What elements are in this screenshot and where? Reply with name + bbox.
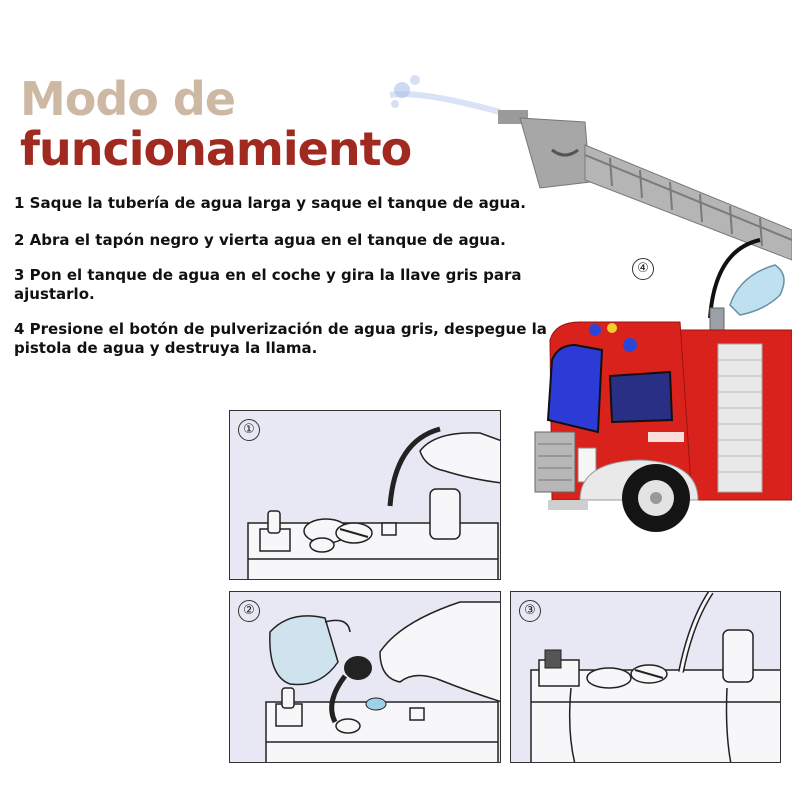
panel-1-number: ① bbox=[238, 419, 260, 441]
step-1-panel: ① bbox=[229, 410, 501, 580]
step-3-illustration bbox=[530, 592, 780, 762]
panel-3-number: ③ bbox=[519, 600, 541, 622]
step-2-text: 2 Abra el tapón negro y vierta agua en e… bbox=[14, 231, 506, 249]
step-1-illustration bbox=[247, 426, 500, 579]
truck-step-number: ④ bbox=[632, 258, 654, 280]
panel-2-number: ② bbox=[238, 600, 260, 622]
step-2-panel: ② bbox=[229, 591, 501, 763]
step-4-text: 4 Presione el botón de pulverización de … bbox=[14, 320, 547, 357]
title-line-2: funcionamiento bbox=[20, 122, 412, 176]
water-spray-graphic bbox=[389, 75, 501, 115]
grill-graphic bbox=[534, 431, 576, 493]
step-1-text: 1 Saque la tubería de agua larga y saque… bbox=[14, 194, 526, 212]
title-line-1: Modo de bbox=[20, 72, 236, 126]
step-3-text: 3 Pon el tanque de agua en el coche y gi… bbox=[14, 266, 522, 303]
hose-graphic bbox=[708, 238, 761, 319]
step-3-panel: ③ bbox=[510, 591, 781, 763]
step-2-illustration bbox=[265, 601, 500, 762]
ladder-graphic bbox=[584, 144, 792, 261]
pointer-hand-graphic bbox=[729, 264, 785, 316]
fire-truck-image bbox=[389, 75, 792, 532]
windshield-graphic bbox=[546, 343, 604, 434]
